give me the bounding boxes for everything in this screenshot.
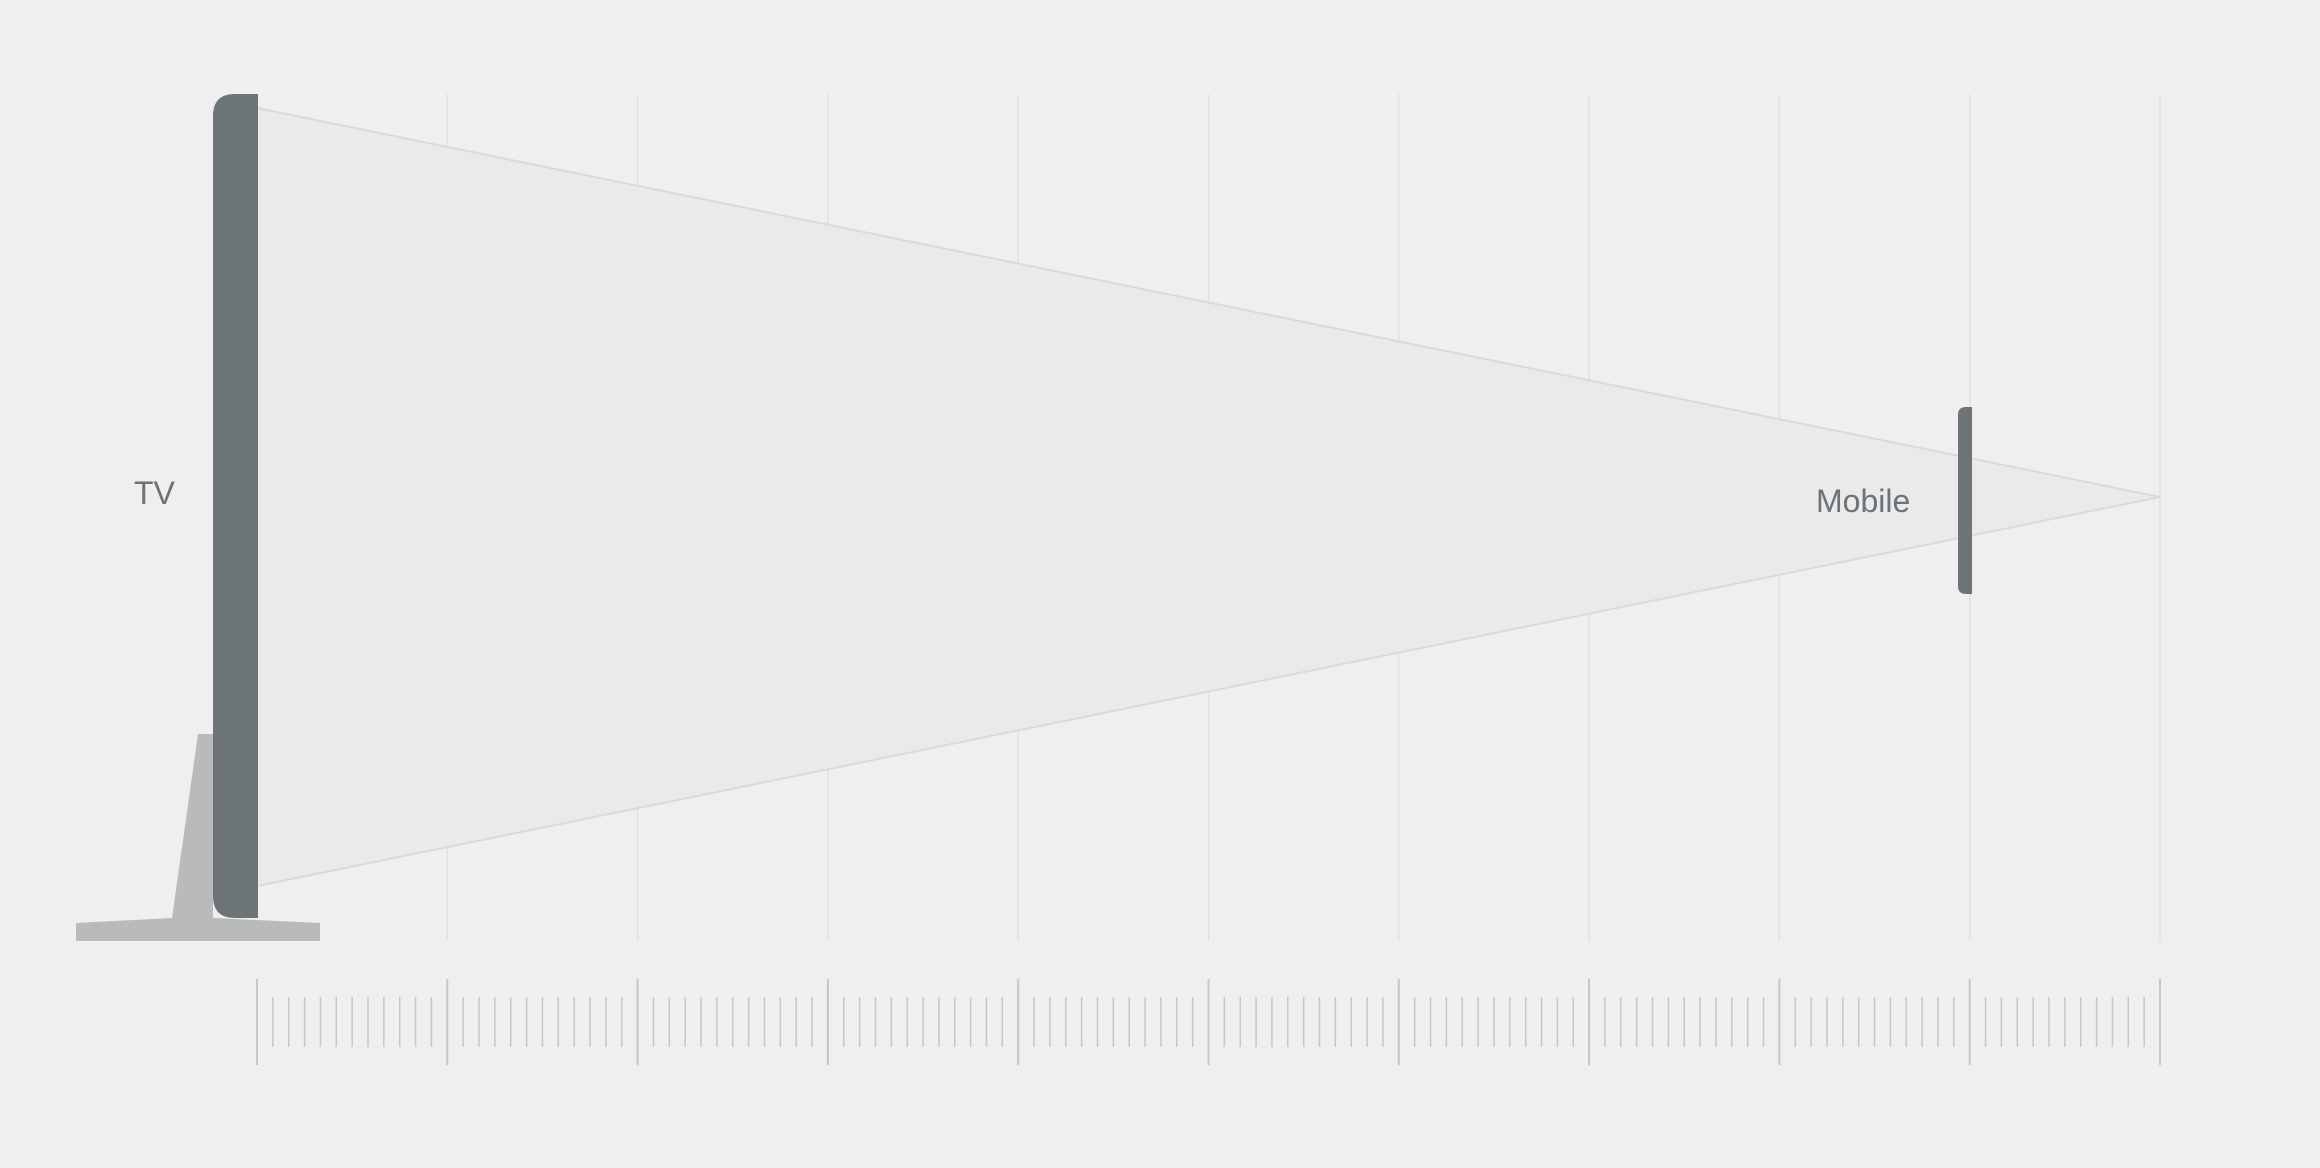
mobile-label: Mobile (1816, 483, 1911, 519)
mobile-device (1958, 407, 1972, 594)
distance-ruler (256, 979, 2161, 1065)
tv-device (76, 94, 320, 941)
tv-stand (76, 734, 320, 941)
tv-label: TV (134, 475, 175, 511)
tv-screen-body (213, 94, 258, 918)
